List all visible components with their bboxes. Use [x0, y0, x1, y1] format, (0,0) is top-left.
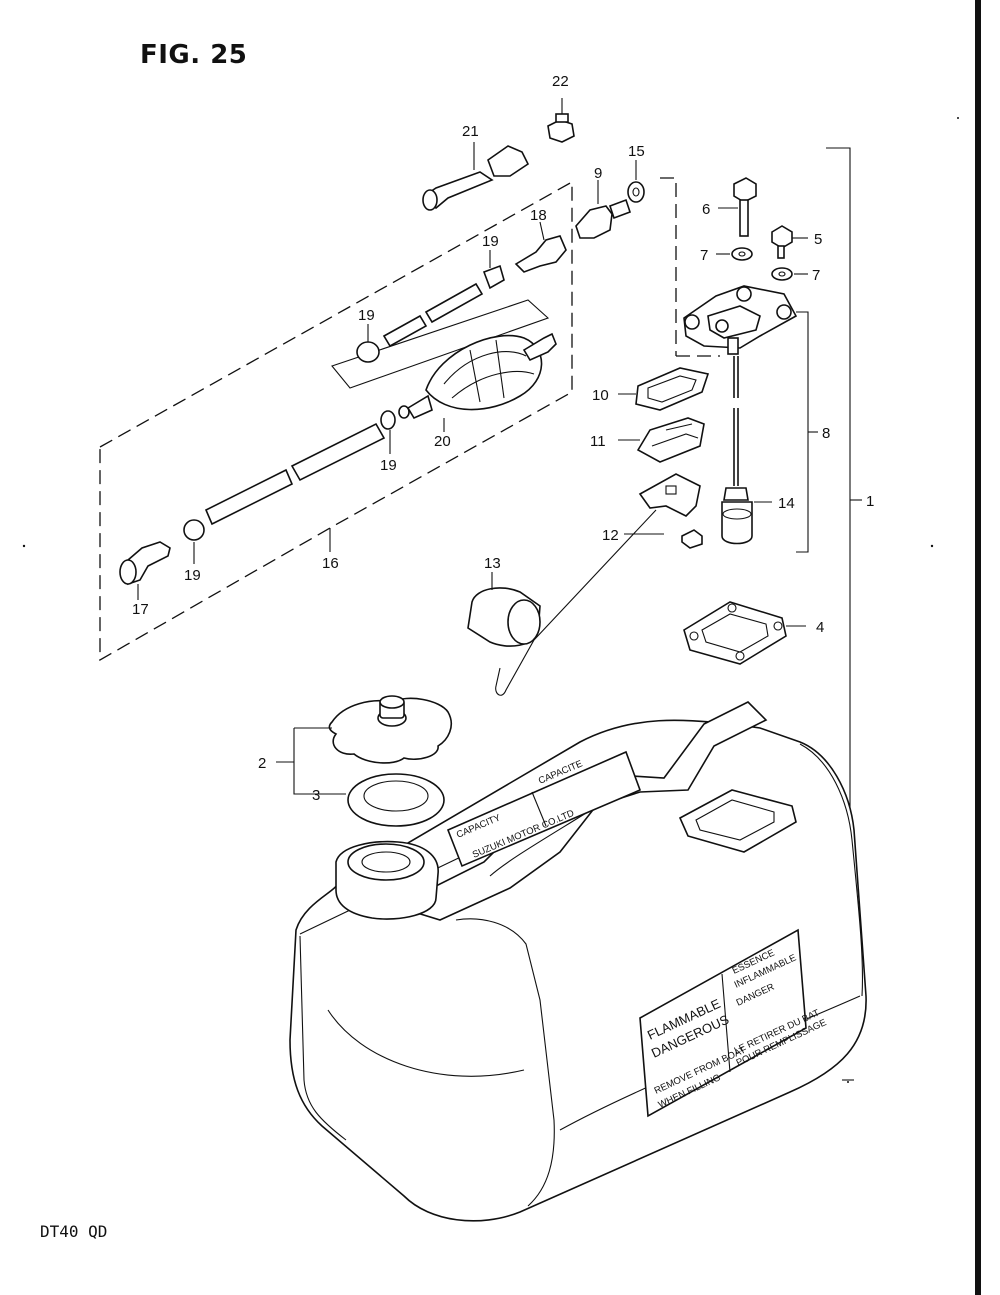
callout-10: 10 — [592, 387, 609, 404]
callout-14: 14 — [778, 495, 795, 512]
part-3-seal — [347, 773, 445, 827]
scan-speck — [957, 117, 959, 119]
hose-lower — [204, 422, 391, 552]
callout-5: 5 — [814, 231, 822, 248]
callout-6: 6 — [702, 201, 710, 218]
part-22-connector — [547, 98, 575, 143]
part-5-bolt — [771, 225, 808, 259]
part-15-washer — [627, 160, 645, 203]
callout-12: 12 — [602, 527, 619, 544]
callout-19b: 19 — [358, 307, 375, 324]
part-13-float — [467, 572, 541, 647]
callout-19a: 19 — [482, 233, 499, 250]
part-6-bolt — [718, 177, 757, 237]
callout-8: 8 — [822, 425, 830, 442]
callout-21: 21 — [462, 123, 479, 140]
callout-7a: 7 — [700, 247, 708, 264]
part-20-primer-bulb — [380, 332, 557, 432]
callout-11: 11 — [590, 433, 606, 450]
part-17-connector — [119, 541, 171, 600]
part-1-leader — [826, 147, 851, 827]
callout-3: 3 — [312, 787, 320, 804]
part-18-connector — [514, 221, 567, 273]
part-7-washer-right — [771, 267, 808, 281]
callout-4: 4 — [816, 619, 824, 636]
callout-19c: 19 — [380, 457, 397, 474]
callout-7b: 7 — [812, 267, 820, 284]
part-4-gasket — [683, 601, 806, 665]
part-21-connector — [422, 142, 530, 211]
callout-22: 22 — [552, 73, 569, 90]
figure-title: FIG. 25 — [140, 40, 248, 70]
model-code: DT40 QD — [40, 1222, 108, 1241]
callout-13: 13 — [484, 555, 501, 572]
part-11-cover — [618, 417, 705, 463]
callout-19d: 19 — [184, 567, 201, 584]
scan-speck — [930, 544, 934, 548]
part-9-fitting — [575, 180, 632, 239]
callout-20: 20 — [434, 433, 451, 450]
part-12-bracket — [495, 473, 703, 696]
scan-speck — [847, 1081, 849, 1083]
clamp-19-upper-left — [356, 324, 380, 363]
hose-assembly-boundary — [99, 180, 573, 662]
callout-17: 17 — [132, 601, 149, 618]
callout-18: 18 — [530, 207, 547, 224]
part-8-gauge-assembly — [683, 285, 818, 553]
clamp-19-lower — [183, 519, 205, 564]
primer-bulb-boundary — [331, 299, 550, 389]
part-7-washer-left — [716, 247, 753, 261]
part-2-filler-cap — [276, 695, 453, 795]
page-edge-bar — [975, 0, 981, 1295]
part-10-gasket — [618, 367, 710, 411]
scan-speck — [22, 544, 26, 548]
part-1-fuel-tank — [289, 701, 867, 1222]
callout-16: 16 — [322, 555, 339, 572]
callout-15: 15 — [628, 143, 645, 160]
hose-upper — [382, 250, 505, 348]
callout-2: 2 — [258, 755, 266, 772]
cover-boundary — [660, 177, 720, 357]
callout-1: 1 — [866, 493, 874, 510]
callout-9: 9 — [594, 165, 602, 182]
